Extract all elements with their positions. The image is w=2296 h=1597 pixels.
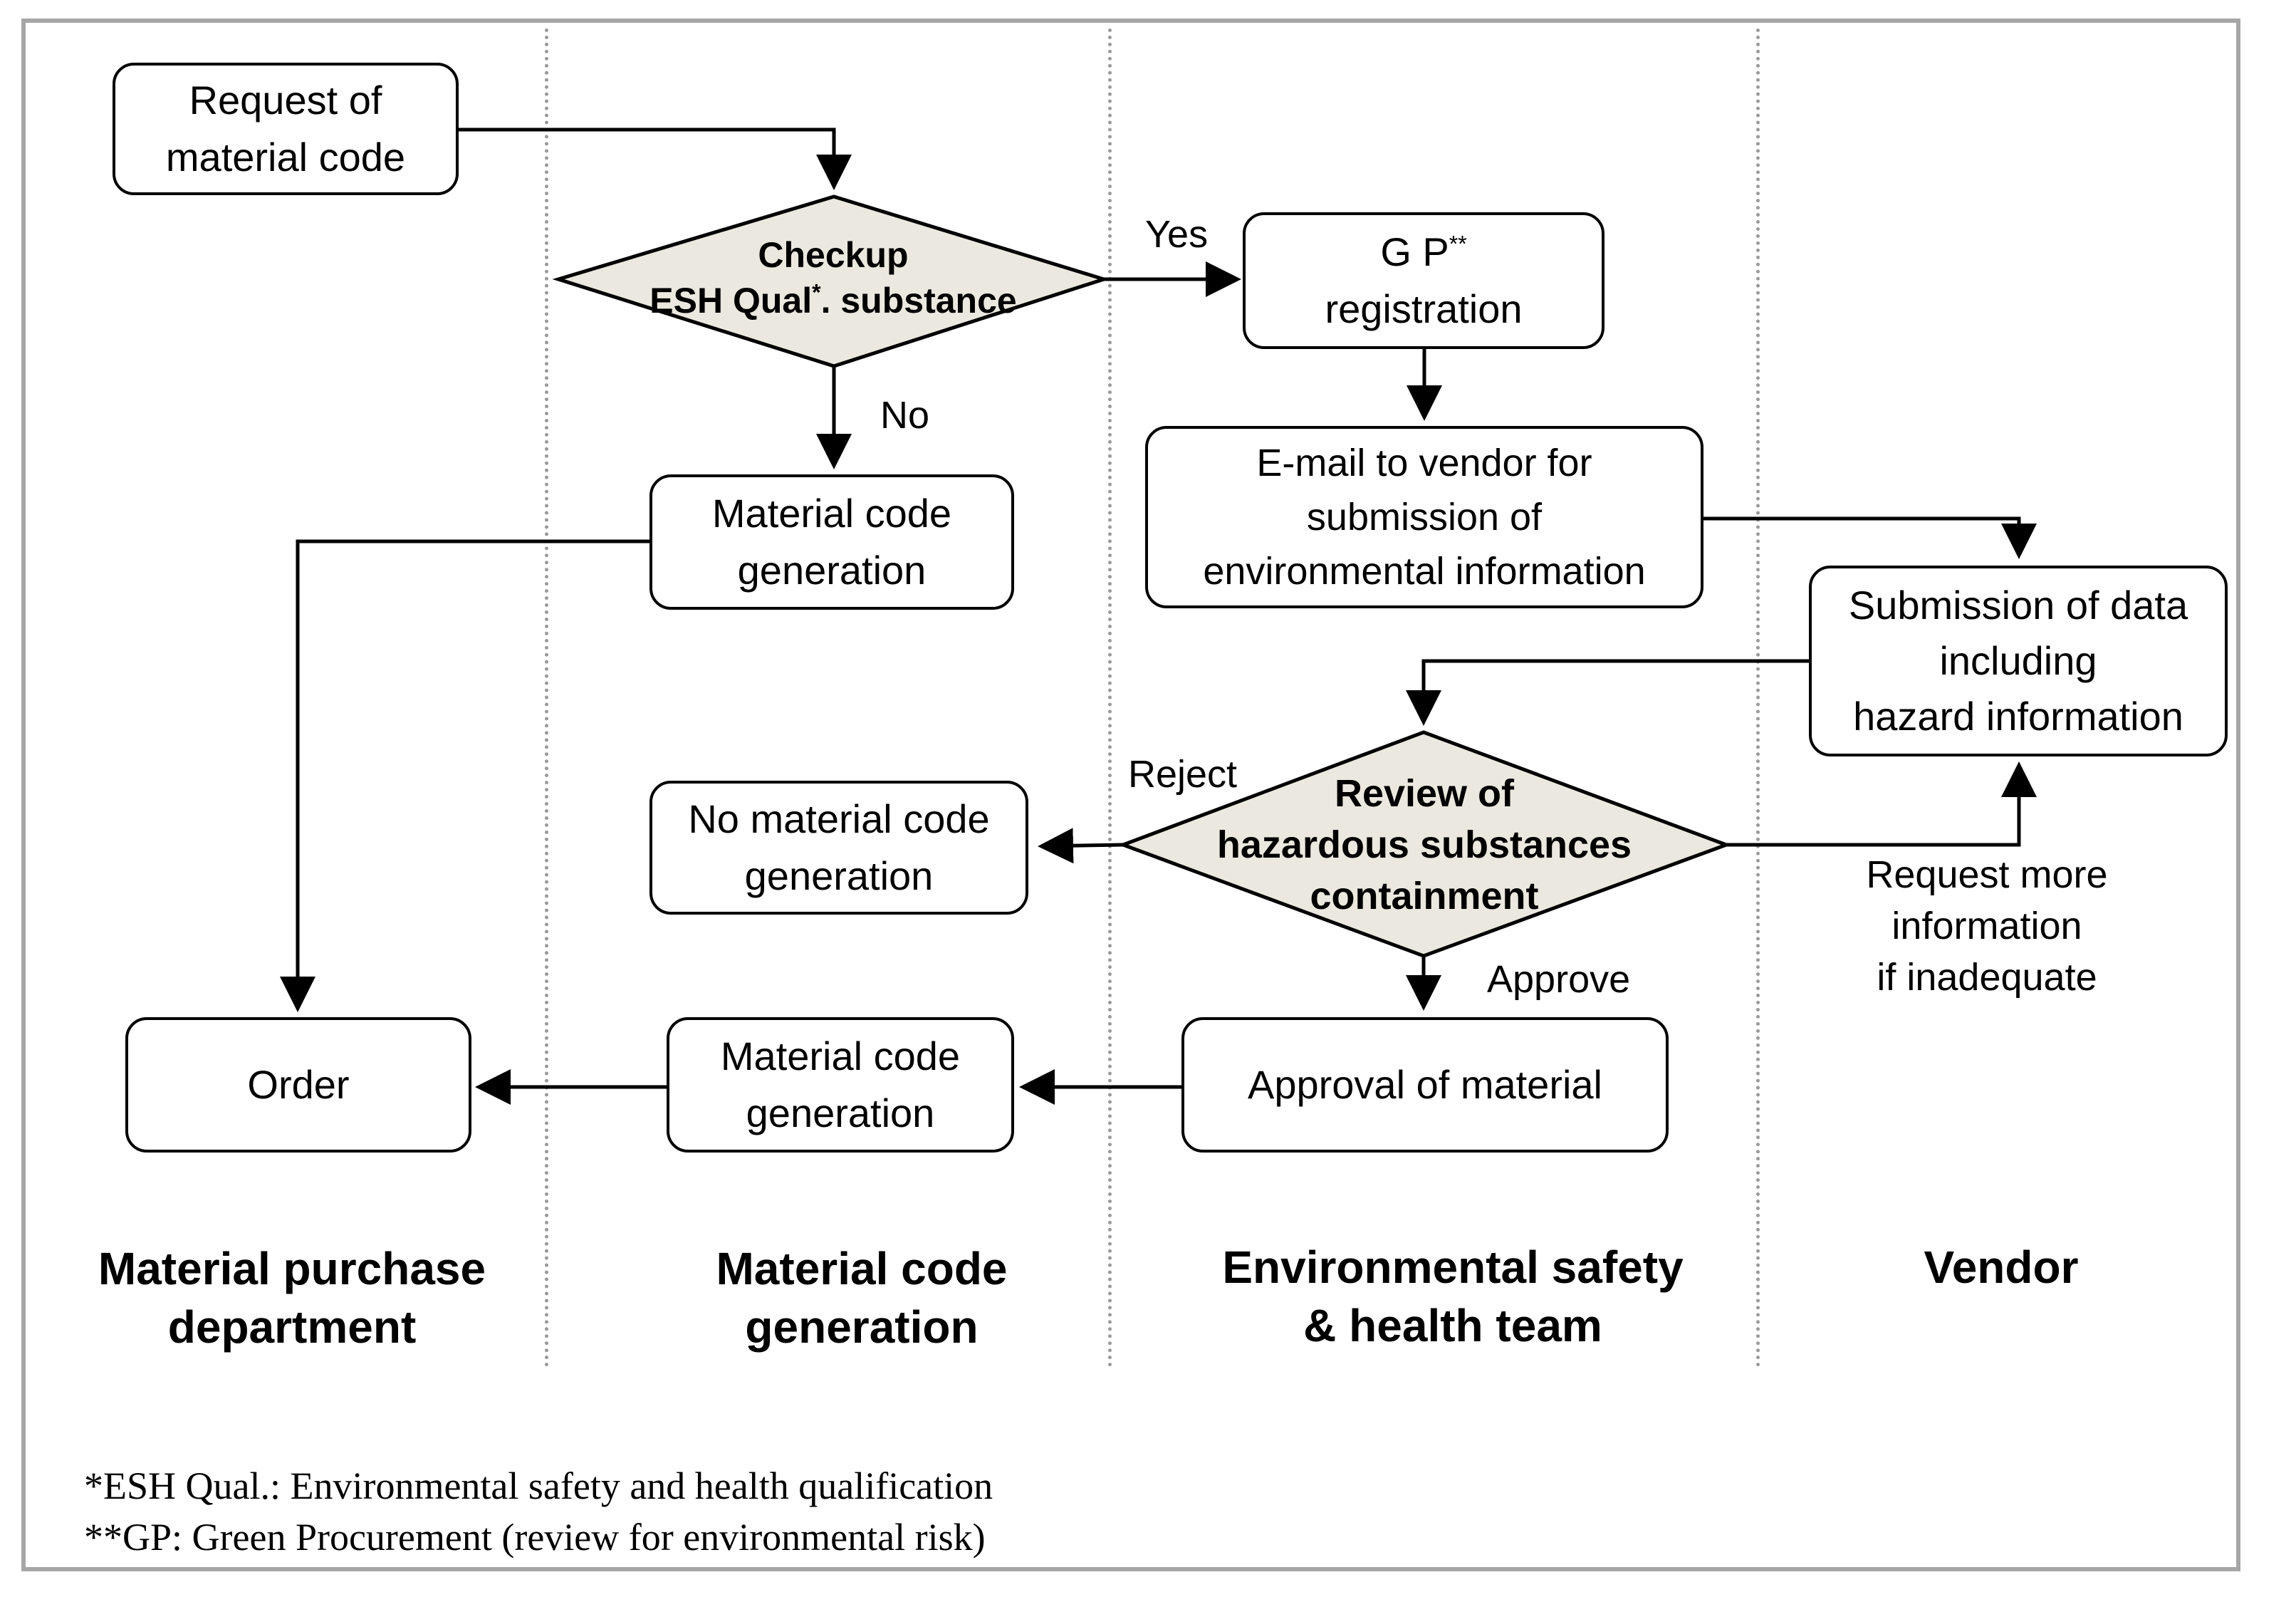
lane-title-purchase: Material purchase department [98,1243,486,1353]
lane-title-code-generation: Material code generation [716,1243,1008,1353]
esh-footnote-mark: * [812,279,821,306]
lane-divider [545,28,548,1368]
material-code-generation-box-2: Material code generation [667,1017,1014,1153]
footnote-esh: *ESH Qual.: Environmental safety and hea… [84,1465,993,1507]
lane-divider [1756,28,1760,1368]
diagram-frame [21,19,2240,1571]
checkup-line1: Checkup [758,235,909,275]
approve-label: Approve [1487,958,1631,1001]
email-vendor-box: E-mail to vendor for submission of envir… [1145,426,1703,608]
lane-title-vendor: Vendor [1924,1242,2079,1293]
approval-of-material-box: Approval of material [1181,1017,1669,1153]
yes-label: Yes [1145,213,1209,256]
checkup-line2-a: ESH Qual [649,281,813,321]
arrow-email-to-submission [1703,516,2037,559]
material-code-generation-box: Material code generation [649,474,1014,610]
reject-label: Reject [1128,753,1238,796]
gp-registration-box: G P** registration [1243,212,1604,349]
request-more-label: Request more information if inadequate [1866,853,2108,999]
gp-registration-line2: registration [1325,286,1523,331]
lane-divider [1108,28,1112,1368]
footnote-gp: **GP: Green Procurement (review for envi… [84,1516,986,1559]
no-material-code-generation-box: No material code generation [649,781,1028,915]
request-material-code-box: Request of material code [113,63,459,195]
lane-title-esh-team: Environmental safety & health team [1222,1242,1684,1351]
order-box: Order [125,1017,471,1153]
arrow-request-to-checkup [459,128,852,190]
review-diamond-text: Review of hazardous substances containme… [1216,772,1632,917]
gp-footnote-mark: ** [1449,231,1467,257]
submission-of-data-box: Submission of data including hazard info… [1809,566,2228,756]
gp-registration-label: G P [1380,229,1449,274]
checkup-diamond-text: Checkup ESH Qual*. substance [591,221,1075,335]
no-label: No [880,394,930,437]
arrow-codegen1-to-order [280,539,649,1012]
arrow-review-request-more [1726,761,2037,847]
arrow-review-reject [1038,828,1124,864]
arrow-submission-to-review [1406,659,1809,726]
checkup-line2-b: . substance [820,281,1017,321]
